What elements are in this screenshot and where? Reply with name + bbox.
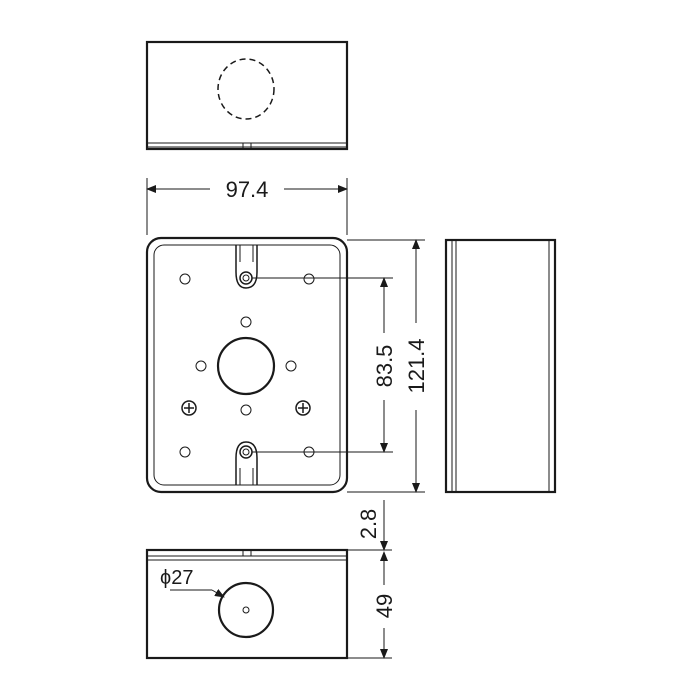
top-mounting-slot (235, 245, 258, 289)
width-label: 97.4 (226, 177, 269, 202)
depth-label: 49 (372, 594, 397, 618)
top-view (145, 40, 349, 151)
center-knockout (216, 336, 276, 396)
left-screw-icon (181, 400, 197, 416)
cover-offset-label: 2.8 (356, 509, 381, 540)
knockout-diameter-label: ϕ27 (160, 567, 193, 589)
width-dimension: 97.4 (146, 177, 348, 235)
cover-offset-dimension: 2.8 (347, 500, 392, 551)
depth-dimension: 49 (347, 551, 397, 659)
right-screw-icon (295, 400, 311, 416)
small-holes (179, 273, 315, 458)
knockout-hidden-circle (217, 58, 275, 120)
front-view (145, 236, 349, 494)
side-view (444, 238, 557, 494)
hole-spacing-dimension: 83.5 (252, 277, 397, 453)
height-dimension: 121.4 (347, 239, 429, 493)
bottom-knockout (217, 581, 275, 639)
height-label: 121.4 (404, 338, 429, 393)
bottom-mounting-slot (235, 441, 258, 485)
hole-spacing-label: 83.5 (372, 345, 397, 388)
bottom-view: ϕ27 (145, 548, 349, 660)
